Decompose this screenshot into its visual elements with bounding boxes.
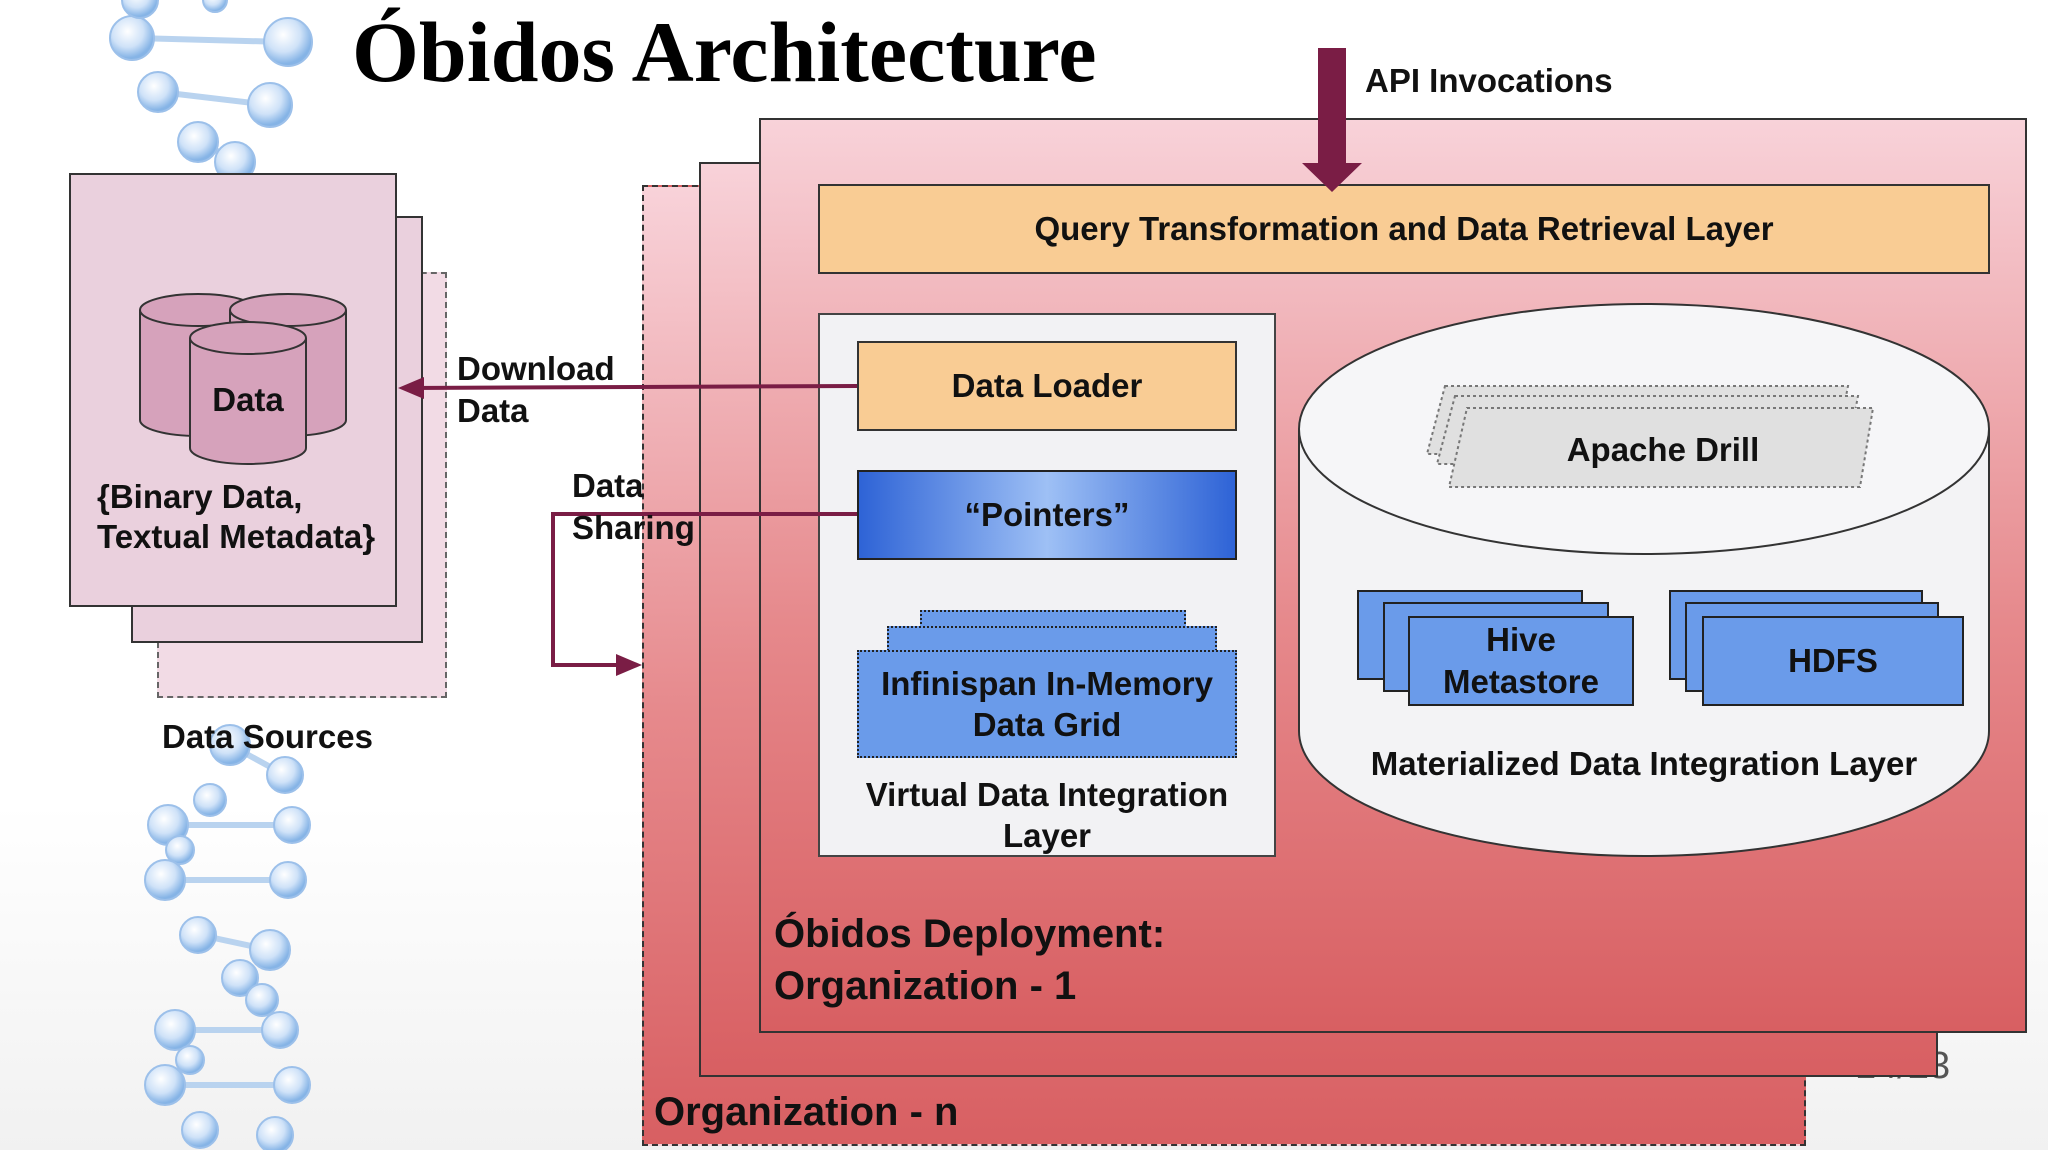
api-invocations-label: API Invocations bbox=[1365, 62, 1613, 99]
data-sources-caption: Data Sources bbox=[162, 718, 373, 755]
query-transformation-layer: Query Transformation and Data Retrieval … bbox=[818, 184, 1990, 274]
data-sharing-line2: Sharing bbox=[572, 509, 695, 546]
hdfs-box: HDFS bbox=[1702, 616, 1964, 706]
download-data-line1: Download bbox=[457, 350, 615, 387]
virtual-layer-caption-line1: Virtual Data Integration bbox=[865, 776, 1229, 813]
dna-helix-decoration bbox=[109, 0, 313, 1150]
organization-n-label: Organization - n bbox=[654, 1090, 959, 1134]
hive-metastore-box: Hive Metastore bbox=[1408, 616, 1634, 706]
data-loader-box: Data Loader bbox=[857, 341, 1237, 431]
deployment-label-line2: Organization - 1 bbox=[774, 964, 1077, 1008]
apache-drill-stack bbox=[1425, 385, 1875, 488]
download-data-line2: Data bbox=[457, 392, 529, 429]
data-sharing-line1: Data bbox=[572, 467, 644, 504]
infinispan-label-line2: Data Grid bbox=[972, 706, 1122, 743]
materialized-layer-caption: Materialized Data Integration Layer bbox=[1370, 745, 1918, 782]
hive-label-line2: Metastore bbox=[1443, 663, 1599, 700]
data-source-contents-line1: {Binary Data, bbox=[97, 478, 303, 515]
pointers-box: “Pointers” bbox=[857, 470, 1237, 560]
deployment-label-line1: Óbidos Deployment: bbox=[774, 912, 1166, 956]
apache-drill-label: Apache Drill bbox=[1566, 431, 1760, 468]
data-source-contents-line2: Textual Metadata} bbox=[97, 518, 376, 555]
database-icon bbox=[139, 293, 347, 465]
hive-label-line1: Hive bbox=[1486, 621, 1556, 658]
virtual-layer-caption-line2: Layer bbox=[1002, 817, 1092, 854]
infinispan-label-line1: Infinispan In-Memory bbox=[881, 665, 1213, 702]
page-title: Óbidos Architecture bbox=[352, 4, 1097, 100]
database-label: Data bbox=[212, 381, 284, 418]
infinispan-data-grid-box bbox=[857, 650, 1237, 758]
